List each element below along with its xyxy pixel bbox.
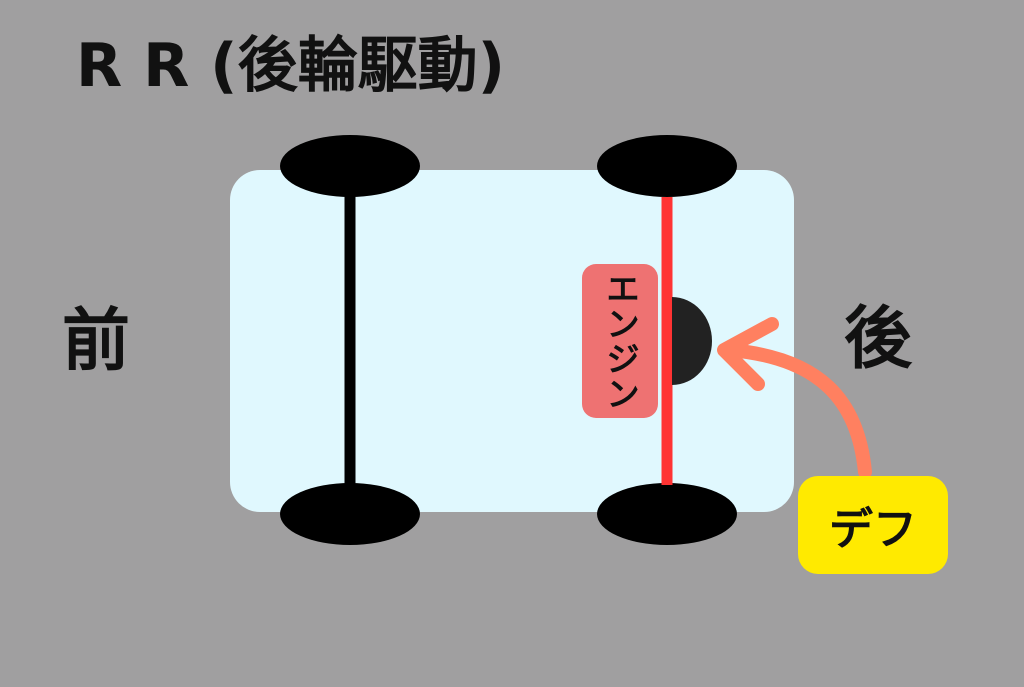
engine-label: エンジン: [599, 271, 640, 411]
page-title: R R (後輪駆動): [76, 31, 506, 101]
rear-right-wheel: [597, 483, 737, 545]
front-left-wheel: [280, 135, 420, 197]
diff-label-box: デフ: [798, 476, 948, 574]
engine-shape: [672, 297, 712, 385]
engine-label-box: エンジン: [582, 264, 658, 418]
car-body: [230, 170, 794, 512]
rear-left-wheel: [597, 135, 737, 197]
front-label: 前: [62, 302, 131, 381]
arrow-icon: [723, 343, 872, 479]
arrow-head-icon: [717, 317, 779, 391]
diff-label: デフ: [829, 504, 917, 555]
rear-label: 後: [844, 300, 913, 379]
